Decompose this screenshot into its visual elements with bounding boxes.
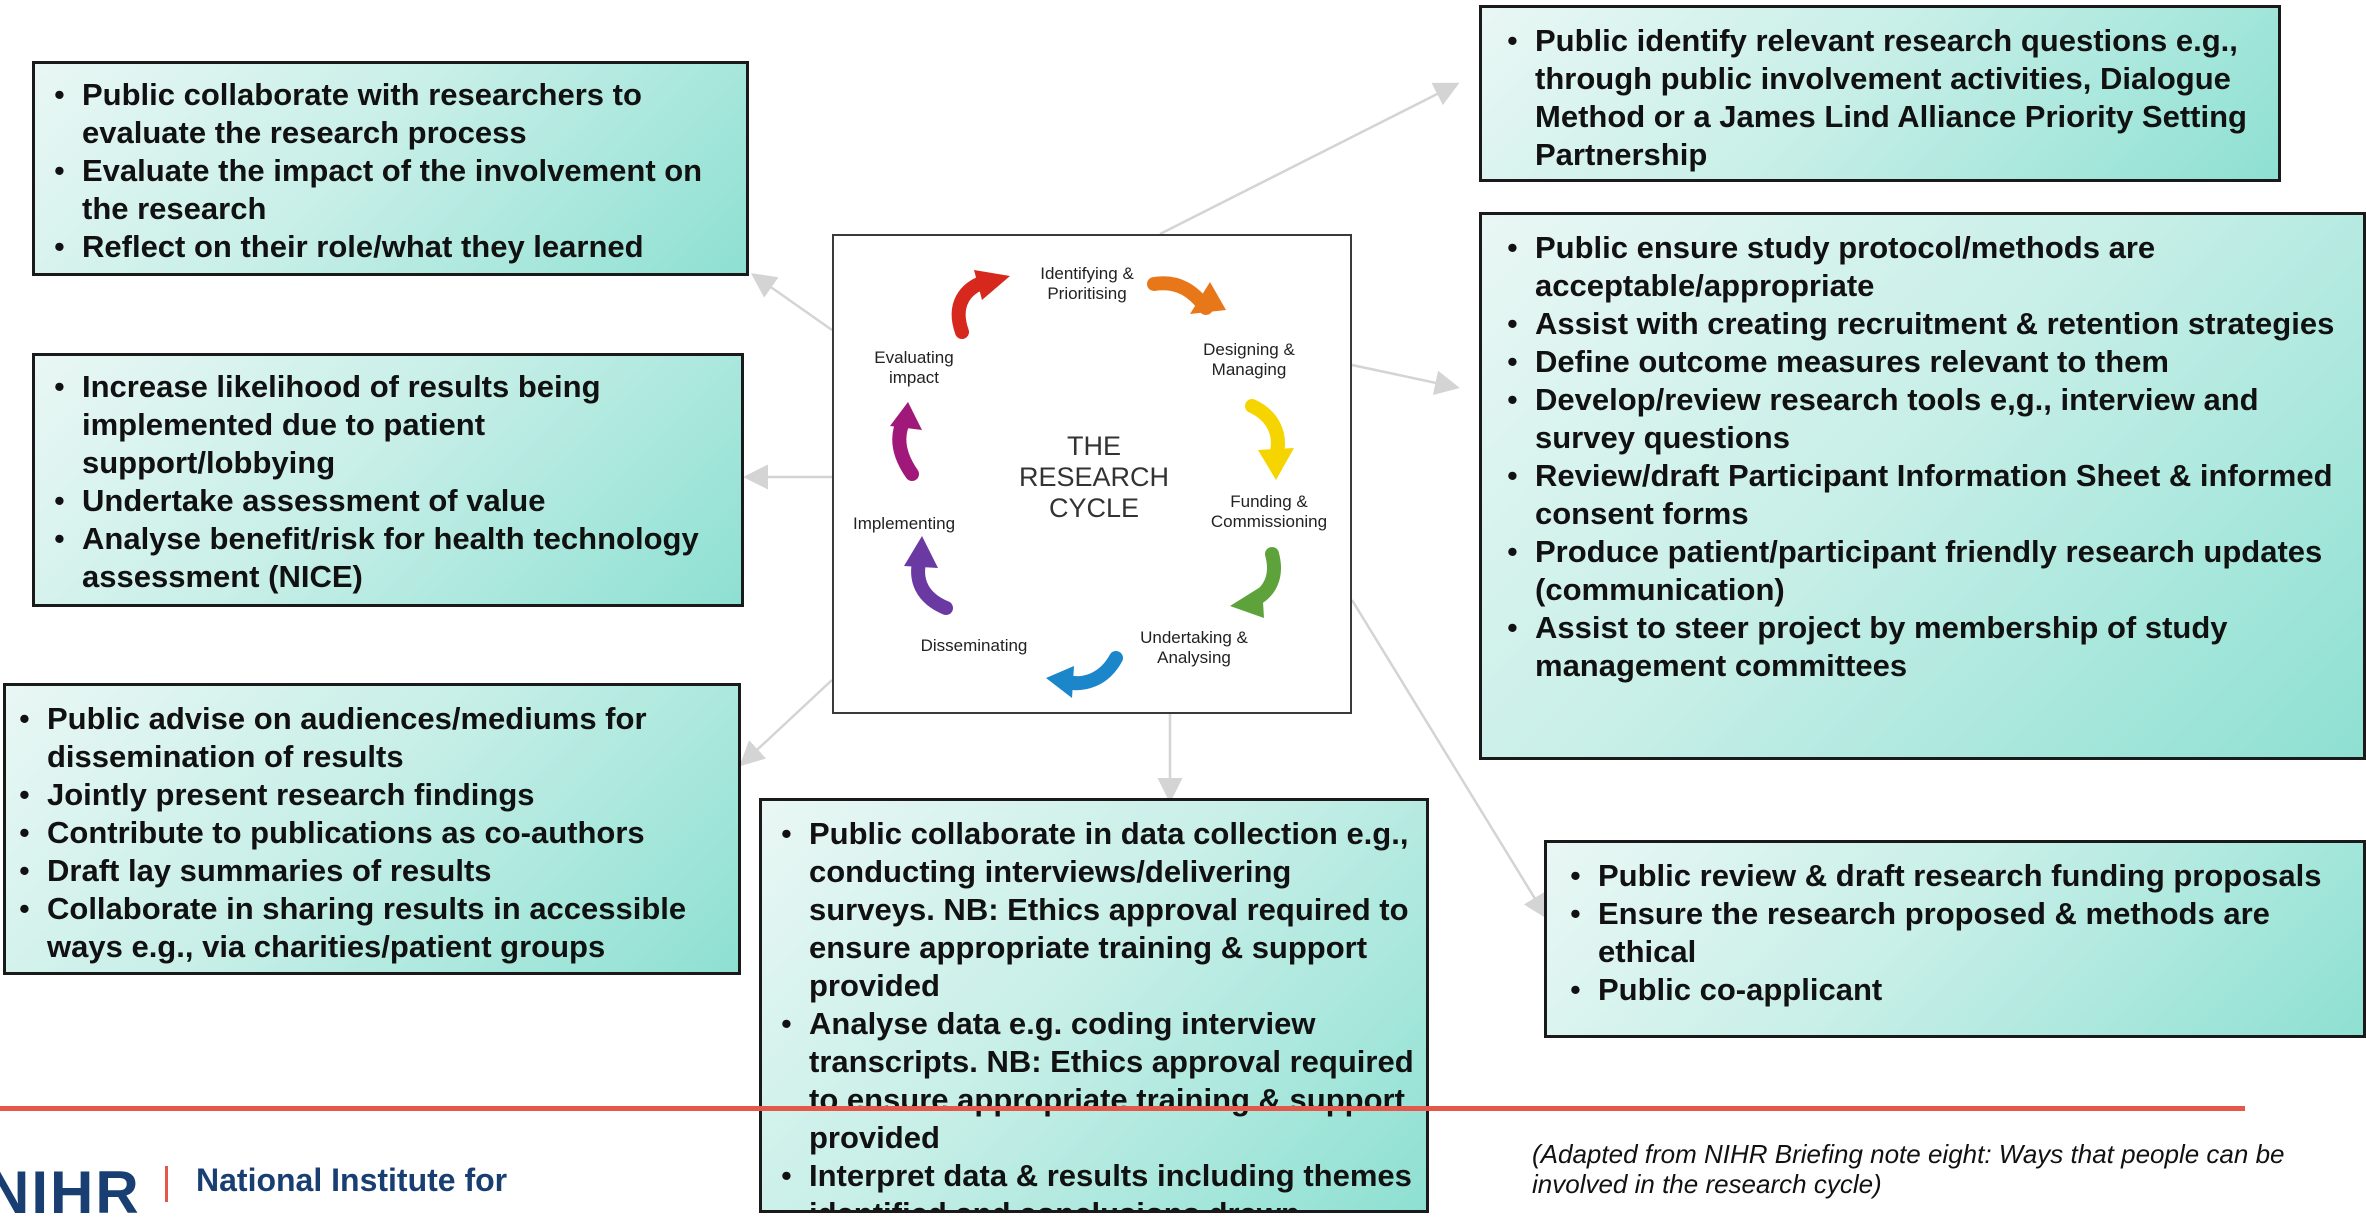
designing-item: Define outcome measures relevant to them (1498, 343, 2355, 381)
designing-item: Produce patient/participant friendly res… (1498, 533, 2355, 609)
designing-item: Public ensure study protocol/methods are… (1498, 229, 2355, 305)
implementing-item: Increase likelihood of results being imp… (45, 368, 731, 482)
disseminating-item: Jointly present research findings (10, 776, 734, 814)
source-note: (Adapted from NIHR Briefing note eight: … (1532, 1139, 2285, 1199)
designing-item: Assist with creating recruitment & reten… (1498, 305, 2355, 343)
undertaking-item: Analyse data e.g. coding interview trans… (772, 1005, 1420, 1157)
undertaking-item: Interpret data & results including theme… (772, 1157, 1420, 1210)
designing-item: Assist to steer project by membership of… (1498, 609, 2355, 685)
box-designing: Public ensure study protocol/methods are… (1479, 212, 2366, 760)
connector-to-evaluating (750, 273, 833, 332)
cycle-arrows (890, 270, 1294, 698)
disseminating-item: Public advise on audiences/mediums for d… (10, 700, 734, 776)
funding-item: Ensure the research proposed & methods a… (1561, 895, 2359, 971)
disseminating-item: Collaborate in sharing results in access… (10, 890, 734, 966)
box-identifying: Public identify relevant research questi… (1479, 5, 2281, 182)
stage-disseminating: Disseminating (920, 636, 1028, 655)
stage-funding: Funding &Commissioning (1210, 492, 1328, 531)
arrow-funding-to-undertaking (1230, 547, 1281, 618)
box-undertaking: Public collaborate in data collection e.… (759, 798, 1429, 1213)
box-implementing: Increase likelihood of results being imp… (32, 353, 744, 607)
stage-implementing: Implementing (852, 514, 956, 533)
evaluating-item: Public collaborate with researchers to e… (45, 76, 736, 152)
identifying-item: Public identify relevant research questi… (1498, 22, 2270, 174)
logo-separator (165, 1166, 168, 1202)
stage-identifying: Identifying &Prioritising (1040, 264, 1134, 303)
disseminating-item: Contribute to publications as co-authors (10, 814, 734, 852)
undertaking-item: Public collaborate in data collection e.… (772, 815, 1420, 1005)
implementing-item: Analyse benefit/risk for health technolo… (45, 520, 731, 596)
funding-item: Public review & draft research funding p… (1561, 857, 2359, 895)
cycle-center-title: THE RESEARCH CYCLE (1018, 431, 1170, 523)
research-cycle-diagram: Identifying &Prioritising Designing &Man… (832, 234, 1352, 714)
arrow-designing-to-funding (1245, 399, 1294, 480)
footer-divider (0, 1106, 2245, 1111)
evaluating-item: Reflect on their role/what they learned (45, 228, 736, 266)
connector-to-funding (1350, 599, 1548, 920)
connector-to-identifying (1159, 82, 1460, 236)
connector-to-disseminating (739, 679, 833, 767)
stage-undertaking: Undertaking &Analysing (1140, 628, 1248, 667)
evaluating-item: Evaluate the impact of the involvement o… (45, 152, 736, 228)
designing-item: Develop/review research tools e,g., inte… (1498, 381, 2355, 457)
designing-item: Review/draft Participant Information She… (1498, 457, 2355, 533)
arrow-evaluating-to-identifying (951, 270, 1010, 339)
nihr-logo: NIHR (0, 1159, 141, 1226)
stage-designing: Designing &Managing (1203, 340, 1295, 379)
logo-text: National Institute for (196, 1162, 508, 1198)
disseminating-item: Draft lay summaries of results (10, 852, 734, 890)
connector-to-designing (1351, 363, 1460, 396)
arrow-implementing-to-evaluating (890, 402, 922, 481)
funding-item: Public co-applicant (1561, 971, 2359, 1009)
implementing-item: Undertake assessment of value (45, 482, 731, 520)
arrow-undertaking-to-disseminating (1046, 651, 1123, 698)
arrow-identifying-to-designing (1147, 276, 1226, 315)
box-funding: Public review & draft research funding p… (1544, 840, 2366, 1038)
box-evaluating-impact: Public collaborate with researchers to e… (32, 61, 749, 276)
box-disseminating: Public advise on audiences/mediums for d… (3, 683, 741, 975)
arrow-disseminating-to-implementing (904, 536, 953, 615)
